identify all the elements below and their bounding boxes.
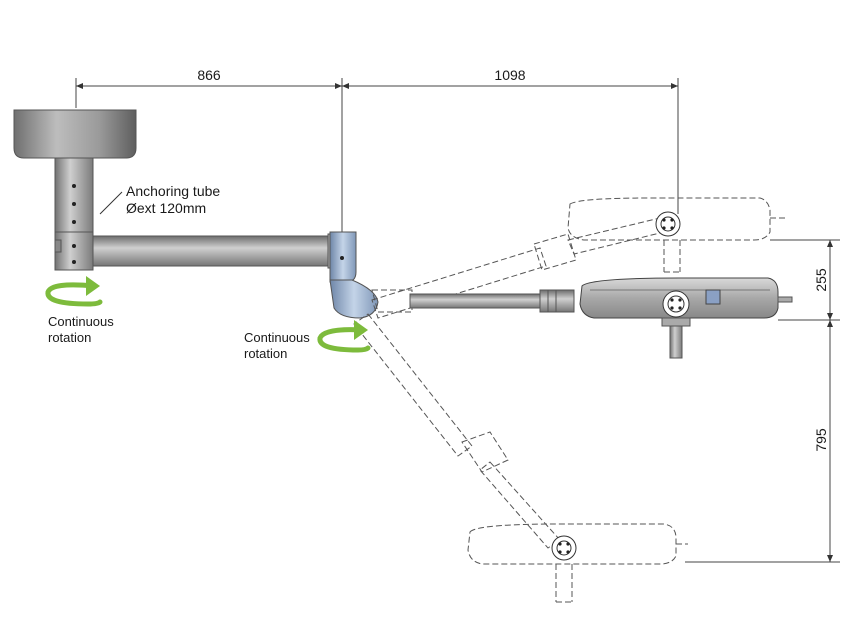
right-dimension-lines	[685, 239, 840, 563]
light-head-lowered	[467, 523, 688, 603]
rotation-left-label-line1: Continuous	[48, 314, 114, 329]
handle-hub-main	[662, 290, 690, 318]
extension-arm	[92, 233, 341, 269]
dimension-1098: 1098	[494, 67, 525, 83]
pivot-joint	[329, 231, 379, 319]
rotation-right-label-line1: Continuous	[244, 330, 310, 345]
light-head-main	[579, 277, 793, 359]
ceiling-canopy	[13, 109, 137, 159]
handle-hub-raised	[655, 211, 681, 237]
handle-hub-lowered	[551, 535, 577, 561]
rotation-arrow-left-icon	[45, 276, 103, 307]
dimension-866: 866	[197, 67, 221, 83]
rotation-left-label-line2: rotation	[48, 330, 91, 345]
spring-arm-horizontal	[371, 289, 575, 313]
anchoring-tube	[54, 157, 94, 271]
anchoring-tube-leader	[99, 191, 123, 215]
anchoring-tube-size: Øext 120mm	[126, 200, 206, 216]
dimension-255: 255	[813, 268, 829, 292]
dimension-795: 795	[813, 428, 829, 452]
light-head-raised	[567, 197, 786, 273]
rotation-arrow-right-icon	[317, 320, 371, 353]
spring-arm-lowered	[353, 313, 561, 549]
anchoring-tube-label: Anchoring tube	[126, 183, 220, 199]
top-dimension-lines	[75, 78, 679, 232]
rotation-right-label-line2: rotation	[244, 346, 287, 361]
